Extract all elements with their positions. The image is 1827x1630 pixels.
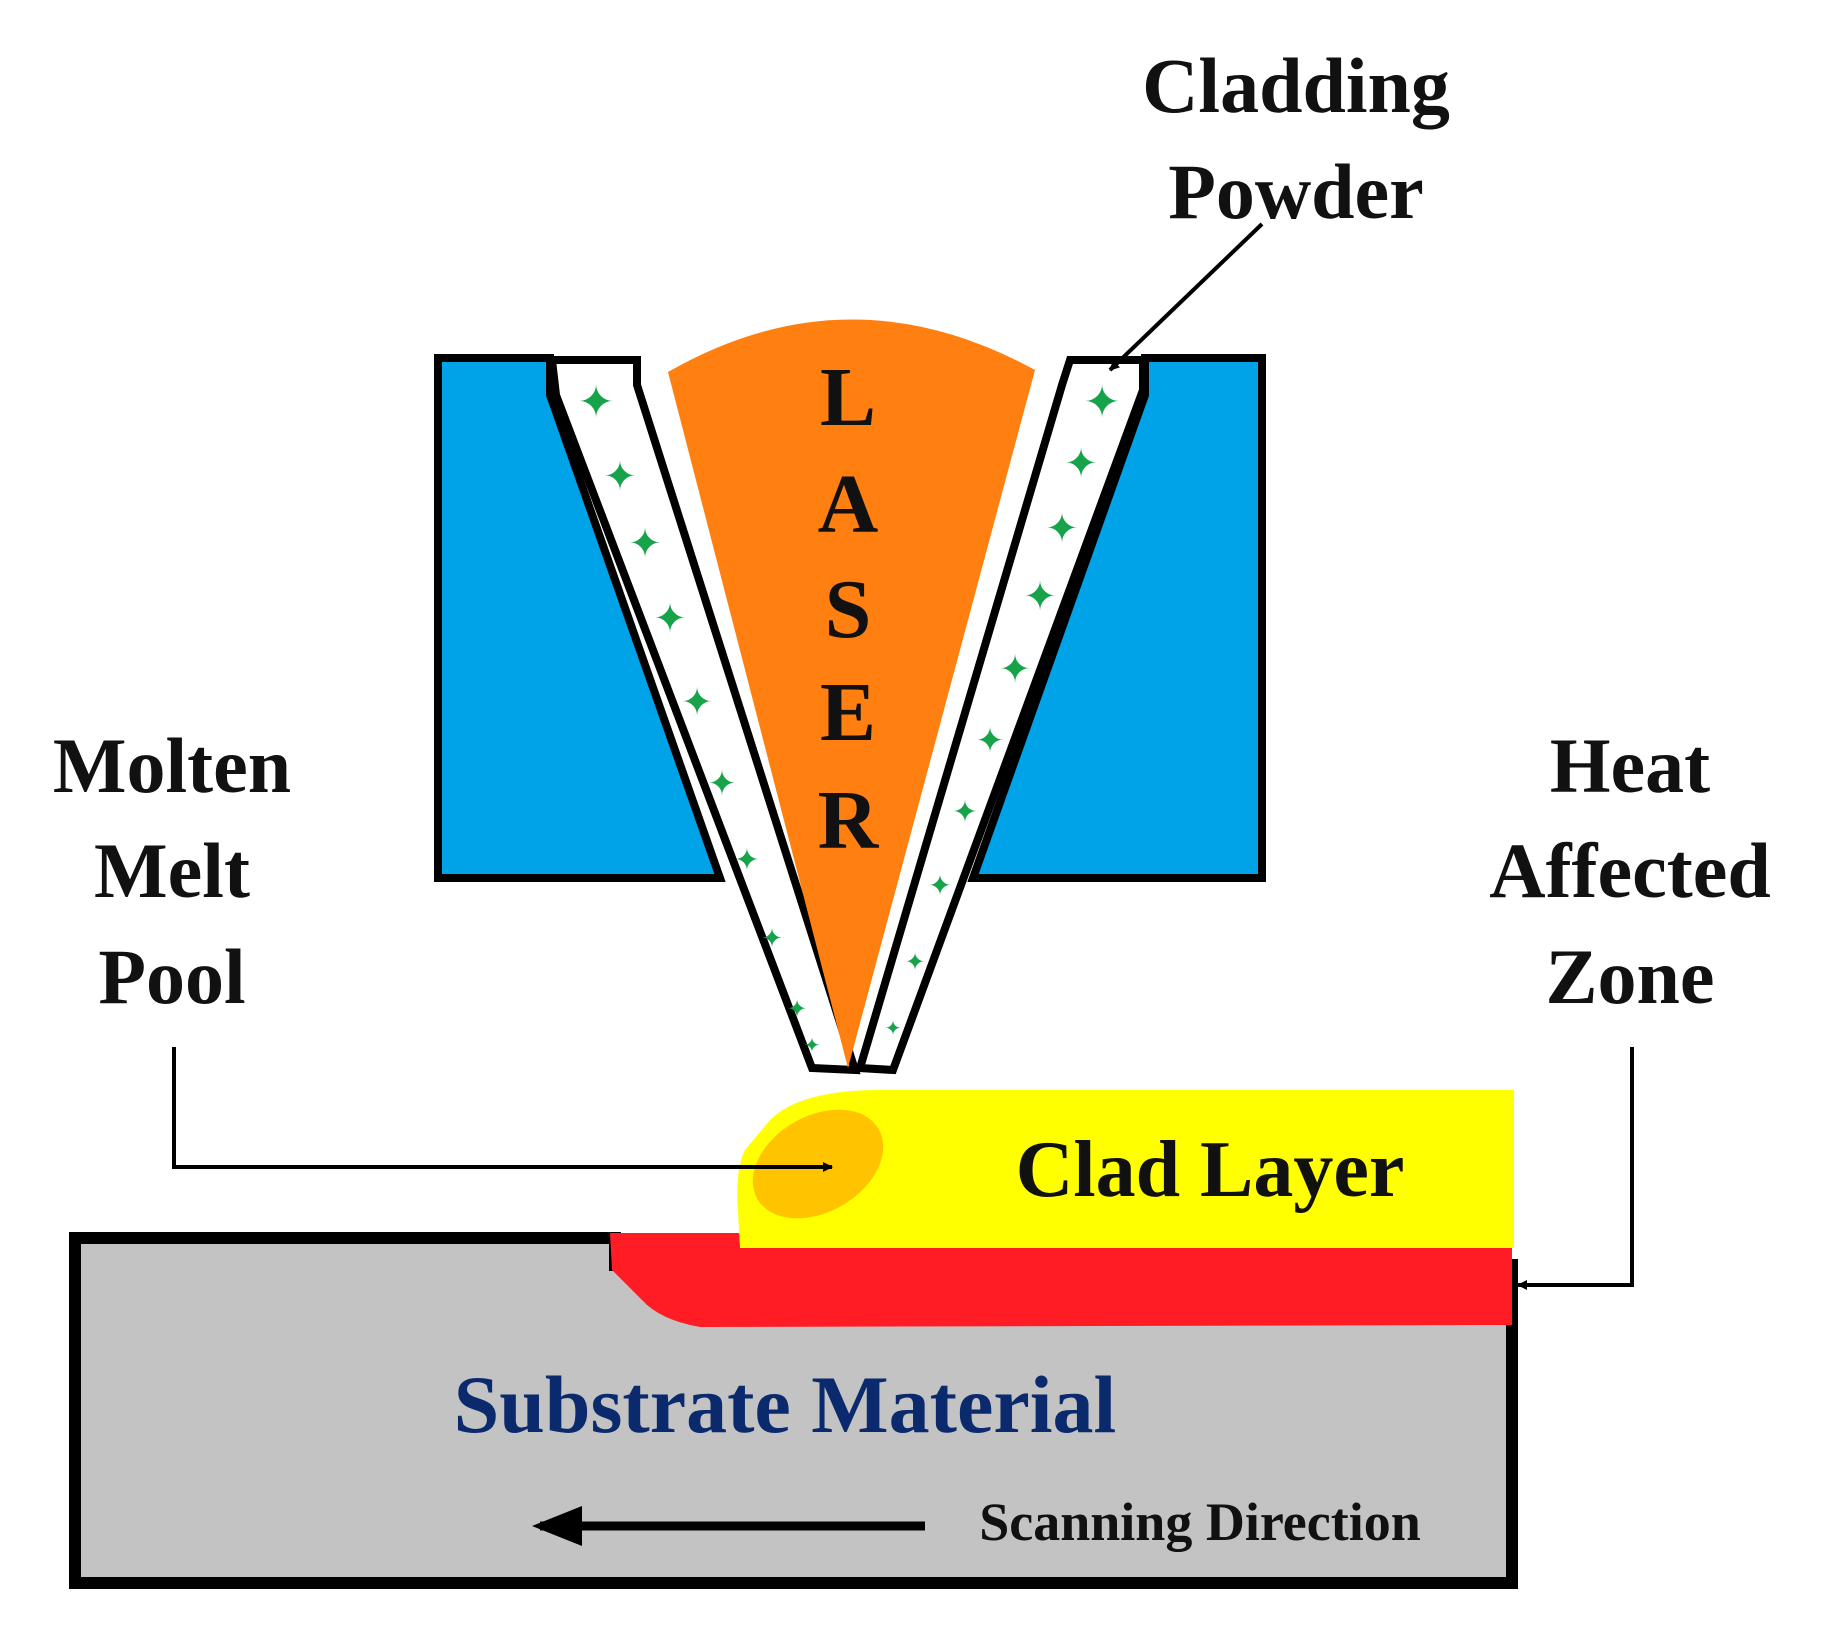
powder-particle: ✦ bbox=[928, 869, 951, 902]
scanning-direction-arrowhead bbox=[532, 1506, 582, 1546]
powder-particles-right: ✦ ✦ ✦ ✦ ✦ ✦ ✦ ✦ ✦ ✦ bbox=[885, 377, 1121, 1040]
powder-particle: ✦ bbox=[885, 1016, 902, 1040]
melt-pool-arrow bbox=[172, 1047, 833, 1172]
laser-letter-e: E bbox=[820, 666, 876, 759]
powder-channel-right bbox=[854, 356, 1147, 1075]
powder-particle: ✦ bbox=[999, 647, 1031, 691]
nozzle-body-left bbox=[434, 354, 726, 882]
melt-pool bbox=[752, 1109, 884, 1219]
molten-label-line2: Melt bbox=[94, 827, 250, 914]
scanning-direction-label: Scanning Direction bbox=[979, 1492, 1421, 1552]
cladding-powder-label-line1: Cladding bbox=[1142, 42, 1450, 129]
laser-letter-a: A bbox=[818, 458, 879, 551]
cladding-powder-label-line2: Powder bbox=[1168, 148, 1424, 235]
powder-particle: ✦ bbox=[734, 843, 759, 878]
powder-particle: ✦ bbox=[804, 1033, 821, 1057]
laser-letter-r: R bbox=[818, 774, 880, 867]
haz-label-line2: Affected bbox=[1489, 827, 1771, 914]
powder-particles-left: ✦ ✦ ✦ ✦ ✦ ✦ ✦ ✦ ✦ ✦ bbox=[578, 377, 821, 1057]
powder-particle: ✦ bbox=[905, 948, 925, 976]
laser-letter-l: L bbox=[820, 351, 876, 444]
substrate-label: Substrate Material bbox=[454, 1359, 1117, 1450]
heat-affected-zone bbox=[610, 1233, 1512, 1327]
molten-label-line3: Pool bbox=[98, 933, 245, 1020]
haz-arrow bbox=[1517, 1047, 1634, 1290]
powder-particle: ✦ bbox=[761, 924, 783, 954]
haz-label-line3: Zone bbox=[1545, 933, 1714, 1020]
powder-particle: ✦ bbox=[1064, 441, 1098, 487]
powder-particle: ✦ bbox=[952, 795, 977, 830]
powder-particle: ✦ bbox=[787, 995, 807, 1023]
molten-label-line1: Molten bbox=[53, 722, 291, 809]
powder-particle: ✦ bbox=[578, 377, 615, 428]
cladding-powder-arrow bbox=[1108, 222, 1264, 372]
powder-particle: ✦ bbox=[1084, 377, 1121, 428]
powder-particle: ✦ bbox=[708, 764, 737, 804]
haz-label-line1: Heat bbox=[1550, 722, 1710, 809]
laser-beam bbox=[668, 319, 1035, 1069]
powder-channel-left bbox=[547, 356, 861, 1075]
powder-particle: ✦ bbox=[1045, 506, 1079, 552]
powder-particle: ✦ bbox=[603, 454, 637, 500]
laser-letter-s: S bbox=[825, 563, 872, 656]
powder-particle: ✦ bbox=[1023, 574, 1057, 620]
powder-particle: ✦ bbox=[653, 596, 687, 642]
clad-layer-label: Clad Layer bbox=[1016, 1126, 1405, 1214]
powder-particle: ✦ bbox=[628, 521, 662, 567]
powder-particle: ✦ bbox=[976, 721, 1005, 761]
powder-particle: ✦ bbox=[681, 680, 713, 724]
clad-layer bbox=[737, 1090, 1514, 1248]
